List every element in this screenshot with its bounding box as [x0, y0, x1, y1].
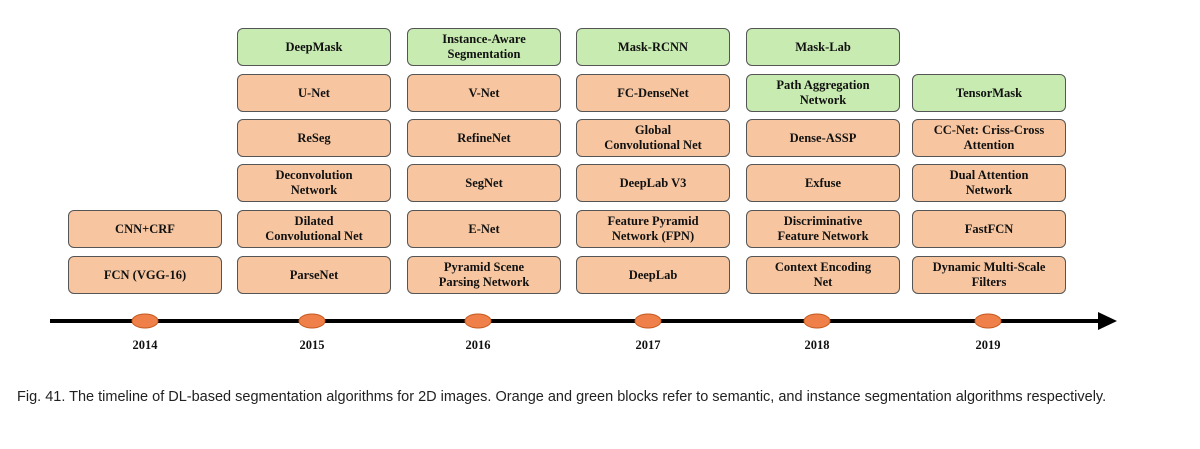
instance-block: Instance-Aware Segmentation: [407, 28, 561, 66]
semantic-block: ReSeg: [237, 119, 391, 157]
year-marker: [131, 313, 159, 329]
semantic-block: DeepLab V3: [576, 164, 730, 202]
semantic-block: Deconvolution Network: [237, 164, 391, 202]
semantic-block: FC-DenseNet: [576, 74, 730, 112]
year-label: 2015: [299, 338, 325, 352]
year-marker: [803, 313, 831, 329]
year-markers: [131, 313, 1002, 329]
year-label: 2017: [635, 338, 661, 352]
year-marker: [634, 313, 662, 329]
instance-block: TensorMask: [912, 74, 1066, 112]
semantic-block: Context Encoding Net: [746, 256, 900, 294]
semantic-block: Dense-ASSP: [746, 119, 900, 157]
semantic-block: RefineNet: [407, 119, 561, 157]
year-label: 2018: [804, 338, 830, 352]
semantic-block: Dilated Convolutional Net: [237, 210, 391, 248]
semantic-block: Global Convolutional Net: [576, 119, 730, 157]
semantic-block: Exfuse: [746, 164, 900, 202]
axis-arrowhead: [1098, 312, 1117, 330]
semantic-block: Discriminative Feature Network: [746, 210, 900, 248]
instance-block: Mask-Lab: [746, 28, 900, 66]
semantic-block: SegNet: [407, 164, 561, 202]
year-label: 2014: [132, 338, 158, 352]
semantic-block: ParseNet: [237, 256, 391, 294]
year-marker: [298, 313, 326, 329]
year-marker: [464, 313, 492, 329]
semantic-block: E-Net: [407, 210, 561, 248]
instance-block: Path Aggregation Network: [746, 74, 900, 112]
year-label: 2019: [975, 338, 1001, 352]
semantic-block: CC-Net: Criss-Cross Attention: [912, 119, 1066, 157]
semantic-block: V-Net: [407, 74, 561, 112]
instance-block: DeepMask: [237, 28, 391, 66]
semantic-block: Pyramid Scene Parsing Network: [407, 256, 561, 294]
year-marker: [974, 313, 1002, 329]
semantic-block: FCN (VGG-16): [68, 256, 222, 294]
semantic-block: Feature Pyramid Network (FPN): [576, 210, 730, 248]
year-label: 2016: [465, 338, 491, 352]
semantic-block: DeepLab: [576, 256, 730, 294]
semantic-block: CNN+CRF: [68, 210, 222, 248]
instance-block: Mask-RCNN: [576, 28, 730, 66]
figure-caption: Fig. 41. The timeline of DL-based segmen…: [17, 389, 1107, 405]
semantic-block: FastFCN: [912, 210, 1066, 248]
semantic-block: Dynamic Multi-Scale Filters: [912, 256, 1066, 294]
semantic-block: Dual Attention Network: [912, 164, 1066, 202]
semantic-block: U-Net: [237, 74, 391, 112]
